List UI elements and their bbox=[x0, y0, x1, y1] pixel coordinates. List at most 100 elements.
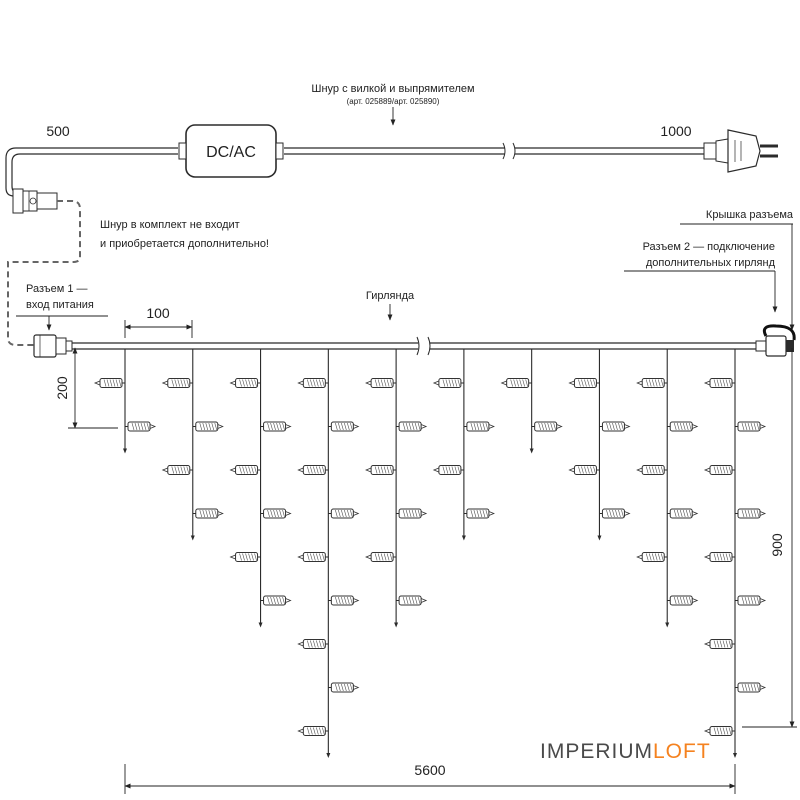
led-bulb-icon bbox=[735, 421, 767, 432]
strand-tip bbox=[597, 535, 602, 541]
led-bulb-icon bbox=[667, 595, 699, 606]
led-bulb-icon bbox=[365, 552, 397, 562]
led-bulb-icon bbox=[93, 378, 125, 388]
connector2-label-2: дополнительных гирлянд bbox=[646, 257, 776, 269]
led-bulb-icon bbox=[703, 726, 735, 736]
led-bulb-icon bbox=[667, 508, 699, 519]
led-bulb-icon bbox=[636, 378, 668, 388]
led-bulb-icon bbox=[297, 552, 329, 562]
dashed-connection bbox=[7, 200, 81, 346]
adapter-label: DC/AC bbox=[206, 144, 256, 161]
cord-title: Шнур с вилкой и выпрямителем bbox=[311, 83, 474, 95]
led-bulb-icon bbox=[599, 421, 631, 432]
led-bulb-icon bbox=[396, 421, 428, 432]
led-bulb-icon bbox=[161, 465, 193, 475]
led-bulb-icon bbox=[260, 508, 292, 519]
brand-logo: IMPERIUMLOFT bbox=[540, 740, 711, 763]
led-bulb-icon bbox=[568, 465, 600, 475]
cord-articles: (арт. 025889/арт. 025890) bbox=[347, 97, 440, 106]
led-bulb-icon bbox=[703, 552, 735, 562]
led-bulb-icon bbox=[735, 682, 767, 693]
brand-part2: LOFT bbox=[653, 740, 711, 763]
led-bulb-icon bbox=[735, 595, 767, 606]
power-plug-icon bbox=[703, 129, 778, 173]
led-bulb-icon bbox=[432, 378, 464, 388]
strand-tip bbox=[394, 622, 399, 628]
led-bulb-icon bbox=[703, 465, 735, 475]
led-bulb-icon bbox=[125, 421, 157, 432]
strand-tip bbox=[190, 535, 195, 541]
led-bulb-icon bbox=[229, 552, 261, 562]
led-bulb-icon bbox=[229, 378, 261, 388]
led-bulb-icon bbox=[260, 595, 292, 606]
length-1000: 1000 bbox=[660, 123, 691, 139]
dim-5600-label: 5600 bbox=[414, 762, 445, 778]
led-bulb-icon bbox=[328, 682, 360, 693]
led-bulb-icon bbox=[531, 421, 563, 432]
led-bulb-icon bbox=[636, 465, 668, 475]
led-bulb-icon bbox=[432, 465, 464, 475]
led-bulb-icon bbox=[500, 378, 532, 388]
brand-part1: IMPERIUM bbox=[540, 740, 653, 763]
connector2-icon bbox=[755, 324, 796, 357]
strand bbox=[93, 349, 157, 454]
strand-tip bbox=[665, 622, 670, 628]
led-bulb-icon bbox=[161, 378, 193, 388]
strand bbox=[365, 349, 428, 628]
strand-tip bbox=[123, 448, 127, 454]
led-bulb-icon bbox=[365, 378, 397, 388]
power-cord: Шнур с вилкой и выпрямителем (арт. 02588… bbox=[5, 83, 778, 214]
connector1-label-2: вход питания bbox=[26, 299, 94, 311]
led-bulb-icon bbox=[297, 378, 329, 388]
led-bulb-icon bbox=[703, 639, 735, 649]
led-bulb-icon bbox=[328, 508, 360, 519]
strand bbox=[703, 349, 767, 758]
cord-break-mark bbox=[502, 142, 516, 160]
connector1-icon bbox=[33, 334, 73, 358]
cap-label: Крышка разъема bbox=[706, 209, 794, 221]
led-bulb-icon bbox=[599, 508, 631, 519]
strand-tip bbox=[529, 448, 534, 454]
led-bulb-icon bbox=[229, 465, 261, 475]
not-included-note-1: Шнур в комплект не входит bbox=[100, 219, 240, 231]
led-bulb-icon bbox=[396, 508, 428, 519]
strand bbox=[229, 349, 292, 628]
strand bbox=[297, 349, 360, 758]
cord-connector-icon bbox=[12, 188, 58, 214]
length-500: 500 bbox=[46, 123, 70, 139]
not-included-note-2: и приобретается дополнительно! bbox=[100, 238, 269, 250]
led-bulb-icon bbox=[297, 639, 329, 649]
spacing-100-label: 100 bbox=[146, 305, 170, 321]
strand bbox=[161, 349, 224, 541]
strand-tip bbox=[258, 622, 263, 628]
led-bulb-icon bbox=[396, 595, 428, 606]
dim-200-label: 200 bbox=[54, 376, 70, 400]
led-bulb-icon bbox=[297, 726, 329, 736]
garland-label: Гирлянда bbox=[366, 290, 415, 302]
strand-tip bbox=[461, 535, 466, 541]
strand bbox=[568, 349, 631, 541]
led-bulb-icon bbox=[328, 421, 360, 432]
strand bbox=[500, 349, 563, 454]
led-bulb-icon bbox=[260, 421, 292, 432]
led-bulb-icon bbox=[463, 508, 495, 519]
garland-main-wire bbox=[70, 336, 756, 356]
connector2-label-1: Разъем 2 — подключение bbox=[643, 241, 775, 253]
dim-900-label: 900 bbox=[769, 533, 785, 557]
strand bbox=[432, 349, 495, 541]
led-bulb-icon bbox=[735, 508, 767, 519]
led-bulb-icon bbox=[667, 421, 699, 432]
strand bbox=[636, 349, 699, 628]
led-bulb-icon bbox=[192, 508, 224, 519]
led-bulb-icon bbox=[365, 465, 397, 475]
led-bulb-icon bbox=[328, 595, 360, 606]
garland-strands bbox=[93, 349, 767, 758]
led-bulb-icon bbox=[568, 378, 600, 388]
led-bulb-icon bbox=[297, 465, 329, 475]
strand-tip bbox=[733, 753, 737, 758]
led-bulb-icon bbox=[703, 378, 735, 388]
led-bulb-icon bbox=[463, 421, 495, 432]
connector1-label-1: Разъем 1 — bbox=[26, 283, 88, 295]
connector-cap-icon bbox=[762, 324, 796, 341]
